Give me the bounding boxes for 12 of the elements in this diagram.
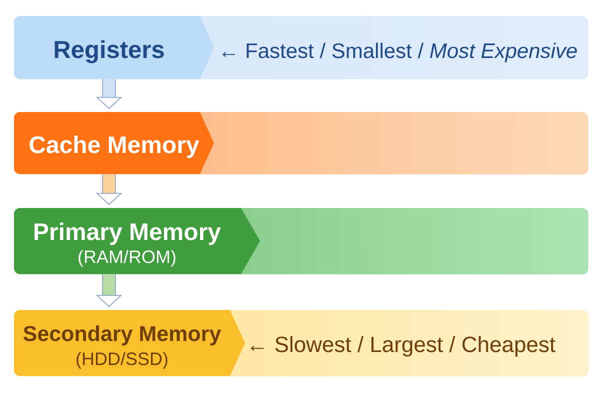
band-note: ← Slowest / Largest / Cheapest xyxy=(250,336,556,357)
tier-band xyxy=(14,112,588,174)
band-note: ← Fastest / Smallest / Most Expensive xyxy=(222,42,577,62)
band-title: Registers xyxy=(54,40,164,64)
band-subtitle: (HDD/SSD) xyxy=(76,352,168,369)
tier-band xyxy=(14,16,588,80)
tier-band xyxy=(14,310,588,376)
band-title: Cache Memory xyxy=(30,136,200,158)
tier-band xyxy=(14,208,588,274)
band-title: Primary Memory xyxy=(34,222,221,245)
band-subtitle: (RAM/ROM) xyxy=(78,250,176,267)
band-title: Secondary Memory xyxy=(23,325,222,346)
